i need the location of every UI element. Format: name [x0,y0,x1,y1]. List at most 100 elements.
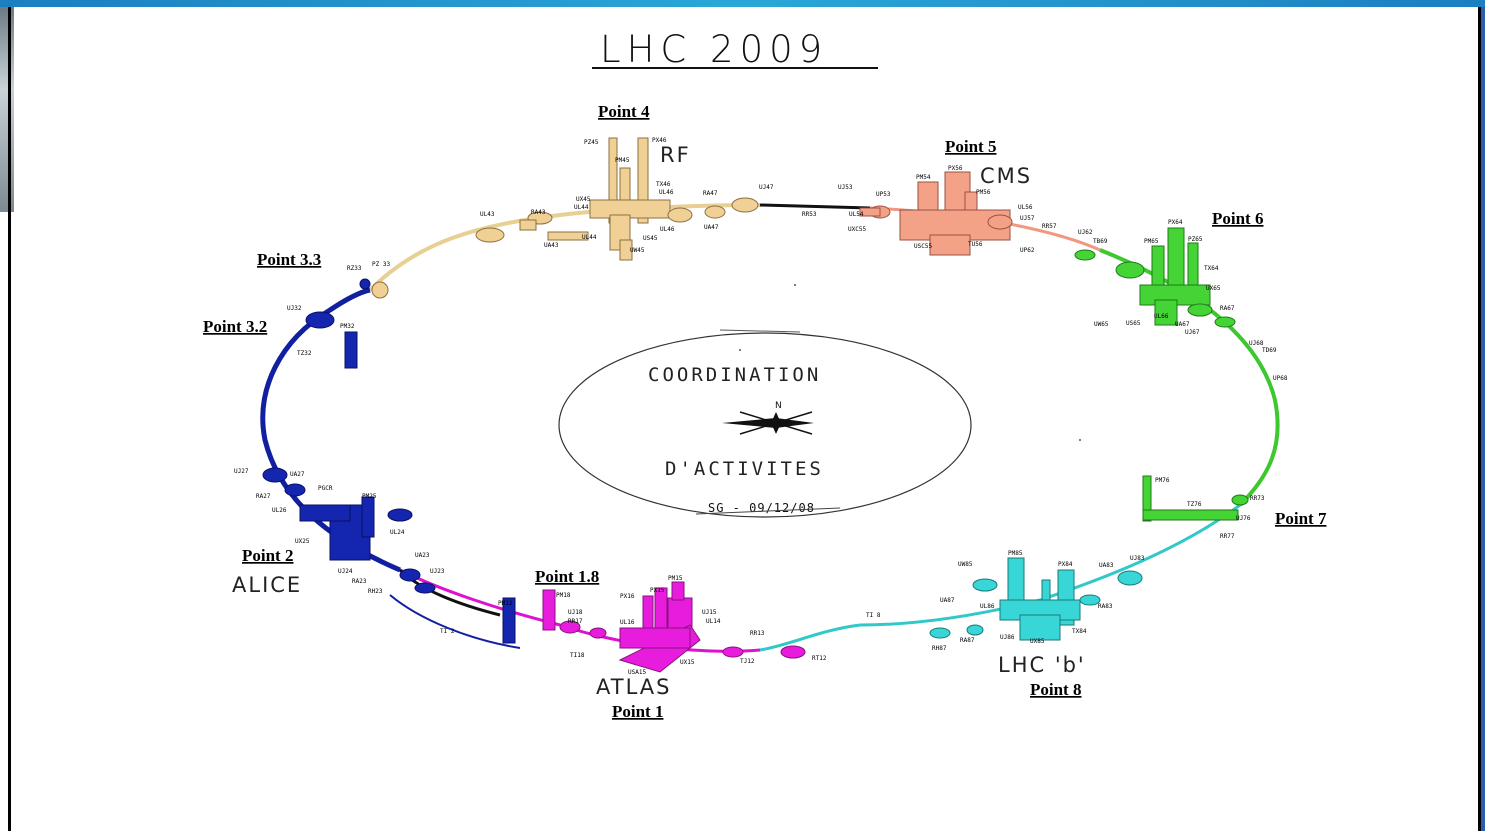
svg-text:UL54: UL54 [849,211,864,218]
point6-labels: UJ62 TB69 PX64 PM65 PZ65 TX64 UX65 UL66 … [1078,219,1288,382]
point5-labels: UJ53 UP53 PM54 PX56 PM56 UL56 UJ57 RR57 … [802,165,1057,254]
point1-labels: PX16 PX15 PM15 PM18 UJ18 RR17 UL16 UJ15 … [556,575,827,676]
svg-text:UA23: UA23 [415,552,430,559]
svg-text:PX64: PX64 [1168,219,1183,226]
svg-text:UX65: UX65 [1206,285,1221,292]
svg-text:PX16: PX16 [620,593,635,600]
point4-labels: PZ45 PX46 PM45 UX45 UL44 TX46 UL46 RA47 … [480,137,774,254]
svg-text:UL44: UL44 [582,234,597,241]
svg-text:UA43: UA43 [544,242,559,249]
svg-text:TX64: TX64 [1204,265,1219,272]
svg-text:RR73: RR73 [1250,495,1265,502]
svg-text:UP53: UP53 [876,191,891,198]
atlas-label: ATLAS [596,675,671,699]
svg-text:UL24: UL24 [390,529,405,536]
svg-text:UL43: UL43 [480,211,495,218]
point4-structures [371,137,759,299]
svg-text:RH23: RH23 [368,588,383,595]
svg-text:UA67: UA67 [1175,321,1190,328]
point2-labels: UJ27 UA27 RA27 PGCR UL26 PM25 UX25 UL24 … [234,261,585,659]
stray-dot [739,349,741,351]
svg-text:UL14: UL14 [706,618,721,625]
svg-text:UP68: UP68 [1273,375,1288,382]
coordination-ellipse [558,332,972,518]
svg-text:RH87: RH87 [932,645,947,652]
point6-structures [1074,227,1236,328]
svg-text:RA27: RA27 [256,493,271,500]
svg-text:PM25: PM25 [362,493,377,500]
svg-text:PX84: PX84 [1058,561,1073,568]
svg-text:TZ76: TZ76 [1187,501,1202,508]
svg-text:UJ32: UJ32 [287,305,302,312]
svg-text:RT12: RT12 [812,655,827,662]
svg-text:PM76: PM76 [1155,477,1170,484]
svg-text:TD69: TD69 [1262,347,1277,354]
diagram-title: LHC 2009 [600,28,828,71]
svg-text:UA47: UA47 [704,224,719,231]
svg-text:UP62: UP62 [1020,247,1035,254]
svg-text:UL16: UL16 [620,619,635,626]
svg-text:TX84: TX84 [1072,628,1087,635]
point18-label: Point 1.8 [535,567,599,586]
svg-text:UJ27: UJ27 [234,468,249,475]
coordination-line1: COORDINATION [648,364,821,386]
svg-text:TI 2: TI 2 [440,628,455,635]
svg-text:USC55: USC55 [914,243,932,250]
cms-label: CMS [980,164,1032,188]
svg-text:PM32: PM32 [340,323,355,330]
svg-text:TJ12: TJ12 [740,658,755,665]
svg-text:PGCR: PGCR [318,485,333,492]
svg-text:TB69: TB69 [1093,238,1108,245]
svg-text:RA23: RA23 [352,578,367,585]
footer-underline [695,507,841,515]
svg-text:PM54: PM54 [916,174,931,181]
svg-text:UJ62: UJ62 [1078,229,1093,236]
svg-text:UJ15: UJ15 [702,609,717,616]
point2-structures [262,278,516,644]
svg-text:UX85: UX85 [1030,638,1045,645]
point5-label: Point 5 [945,137,996,156]
svg-text:USA15: USA15 [628,669,646,676]
svg-text:RR13: RR13 [750,630,765,637]
svg-text:TI 8: TI 8 [866,612,881,619]
svg-text:PX56: PX56 [948,165,963,172]
svg-text:UJ24: UJ24 [338,568,353,575]
alice-label: ALICE [232,573,302,597]
svg-text:PM45: PM45 [615,157,630,164]
svg-text:UA27: UA27 [290,471,305,478]
point32-label: Point 3.2 [203,317,267,336]
svg-text:PM56: PM56 [976,189,991,196]
svg-text:UX45: UX45 [576,196,591,203]
svg-text:UA87: UA87 [940,597,955,604]
point7-structures [1142,475,1249,522]
svg-text:RA67: RA67 [1220,305,1235,312]
svg-text:UJ68: UJ68 [1249,340,1264,347]
svg-text:PZ65: PZ65 [1188,236,1203,243]
svg-text:PX46: PX46 [652,137,667,144]
svg-text:UJ47: UJ47 [759,184,774,191]
svg-text:UL86: UL86 [980,603,995,610]
svg-text:RR17: RR17 [568,618,583,625]
svg-text:US65: US65 [1126,320,1141,327]
svg-text:US45: US45 [643,235,658,242]
svg-text:PZ 33: PZ 33 [372,261,390,268]
svg-text:PZ45: PZ45 [584,139,599,146]
svg-text:RZ33: RZ33 [347,265,362,272]
svg-text:UJ57: UJ57 [1020,215,1035,222]
frame-right-border [1478,7,1481,831]
svg-text:PM85: PM85 [1008,550,1023,557]
svg-text:UL66: UL66 [1154,313,1169,320]
svg-text:UJ53: UJ53 [838,184,853,191]
north-label: N [775,401,782,411]
svg-text:UX15: UX15 [680,659,695,666]
svg-text:UJ23: UJ23 [430,568,445,575]
point7-label: Point 7 [1275,509,1327,528]
frame-left-border [8,7,11,831]
svg-text:UXC55: UXC55 [848,226,866,233]
svg-text:UW65: UW65 [1094,321,1109,328]
point8-labels: UW85 PM85 PX84 UA83 UJ83 RA83 TX84 UX85 … [866,550,1145,652]
point6-label: Point 6 [1212,209,1263,228]
svg-text:RA87: RA87 [960,637,975,644]
right-blue-strip [1481,7,1485,831]
